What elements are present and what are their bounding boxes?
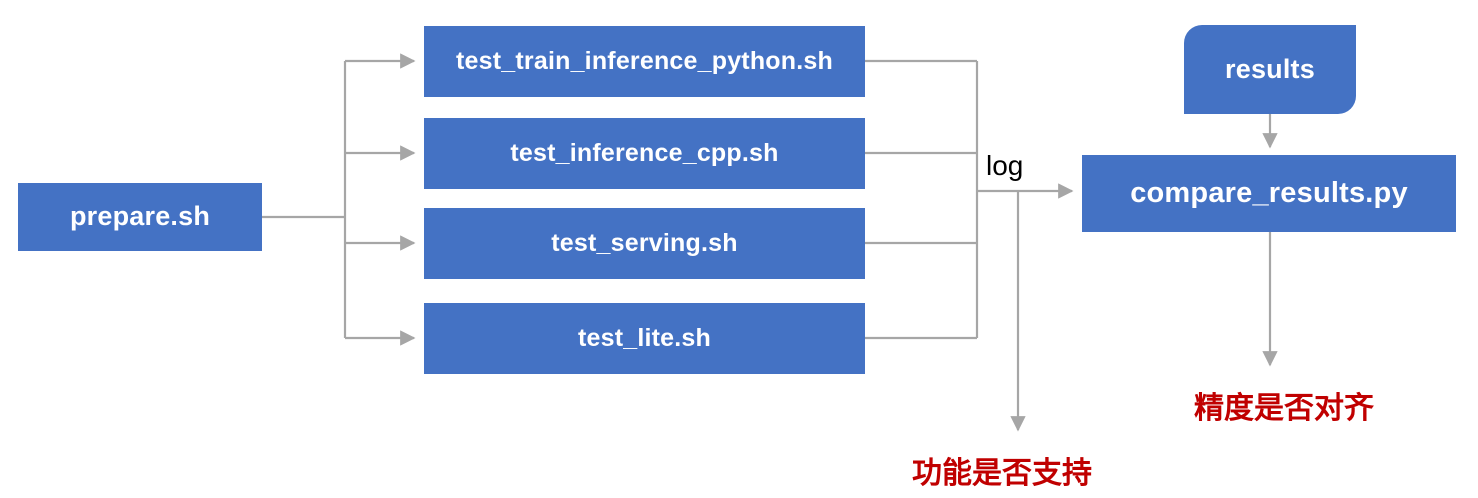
node-test-serving-sh-label: test_serving.sh bbox=[551, 228, 738, 257]
note-function-supported: 功能是否支持 bbox=[912, 457, 1092, 490]
node-results[interactable]: results bbox=[1184, 25, 1356, 114]
node-test-serving-sh[interactable]: test_serving.sh bbox=[424, 208, 865, 279]
node-prepare-sh-label: prepare.sh bbox=[69, 201, 211, 232]
node-test-train-inference-python-sh[interactable]: test_train_inference_python.sh bbox=[424, 26, 865, 97]
node-compare-results-py-label: compare_results.py bbox=[1130, 176, 1408, 209]
node-test-train-inference-python-sh-label: test_train_inference_python.sh bbox=[456, 46, 833, 75]
edge-label-log: log bbox=[986, 150, 1024, 181]
node-compare-results-py[interactable]: compare_results.py bbox=[1082, 155, 1456, 232]
node-prepare-sh[interactable]: prepare.sh bbox=[18, 183, 262, 251]
node-test-lite-sh[interactable]: test_lite.sh bbox=[424, 303, 865, 374]
node-test-inference-cpp-sh-label: test_inference_cpp.sh bbox=[510, 138, 779, 167]
note-precision-aligned: 精度是否对齐 bbox=[1194, 392, 1374, 425]
node-results-label: results bbox=[1225, 53, 1315, 84]
node-test-lite-sh-label: test_lite.sh bbox=[577, 323, 711, 352]
node-test-inference-cpp-sh[interactable]: test_inference_cpp.sh bbox=[424, 118, 865, 189]
